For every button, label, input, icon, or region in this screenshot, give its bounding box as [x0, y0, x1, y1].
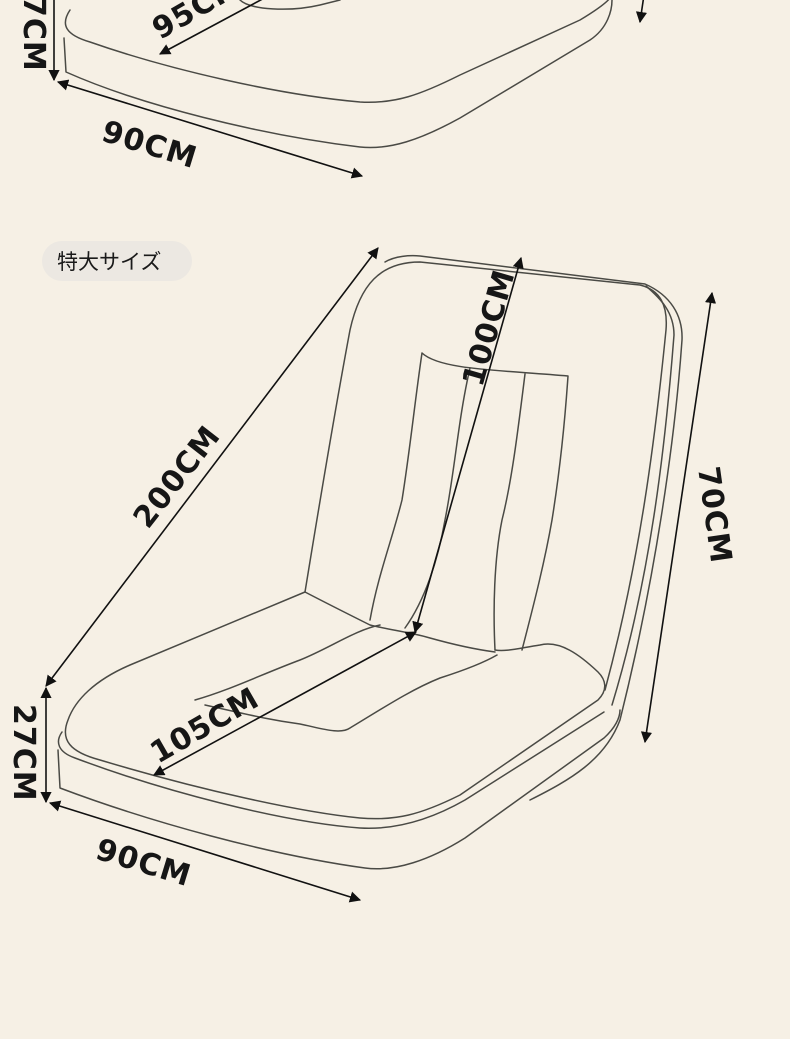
width-dimension-line [48, 800, 362, 903]
top-width-line [56, 79, 364, 179]
width-dimension-label: 90CM [92, 832, 196, 894]
seat-fold-2 [194, 624, 381, 701]
back-height-dimension-line [640, 291, 717, 744]
back-height-dimension-label: 70CM [690, 464, 738, 566]
thickness-dimension-label: 27CM [6, 704, 41, 802]
top-right-line [635, 0, 648, 24]
top-depth-label: 95CM [147, 0, 249, 47]
backrest-side-outline [384, 254, 683, 801]
back-length-dimension-line [412, 256, 524, 634]
seat-depth-dimension-line [153, 631, 417, 776]
top-chair-dimensions: 95CM 7CM 90CM [16, 0, 648, 179]
base-top-outline [57, 711, 605, 829]
top-depth-line [159, 0, 263, 55]
size-badge: 特大サイズ [42, 241, 192, 281]
length-dimension-line [45, 247, 379, 687]
seat-fold-1 [304, 591, 496, 653]
top-height-label: 7CM [16, 0, 51, 72]
seat-depth-dimension-label: 105CM [145, 681, 266, 771]
length-dimension-label: 200CM [127, 419, 228, 535]
top-chair-inner-outline [239, 0, 341, 10]
size-badge-label: 特大サイズ [57, 250, 161, 274]
top-width-label: 90CM [98, 114, 202, 176]
pillow-outline [369, 352, 569, 651]
main-chair-drawing [57, 254, 683, 870]
pillow-fold-right [493, 373, 526, 651]
seat-cushion-outline [64, 591, 606, 820]
main-chair-dimensions: 200CM 100CM 70CM 105CM 27CM 90CM [6, 247, 738, 903]
